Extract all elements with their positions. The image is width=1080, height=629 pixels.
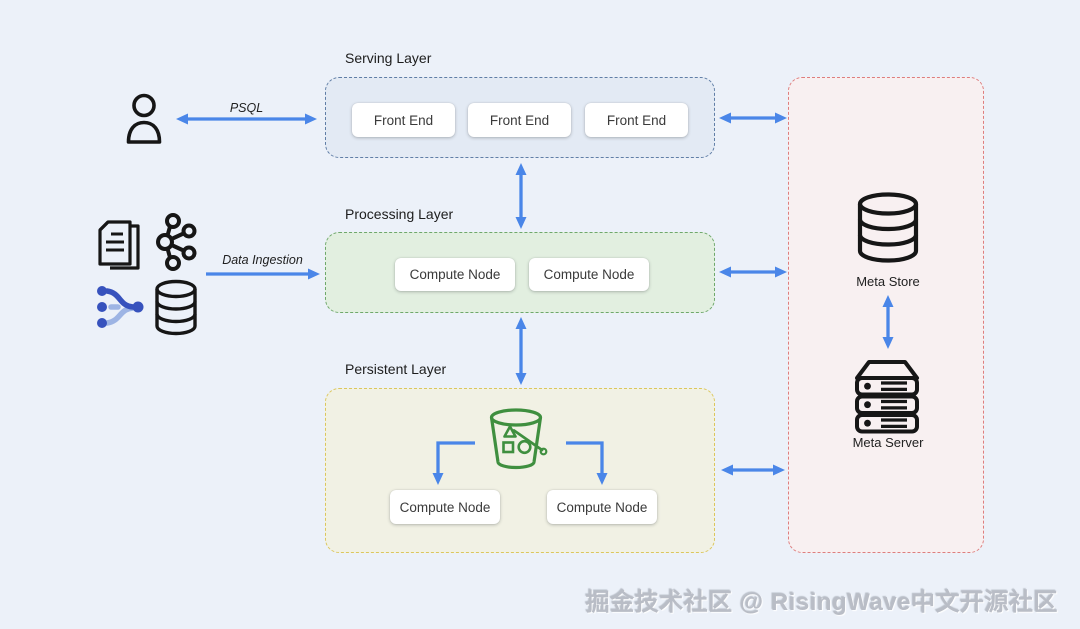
persistent-meta-arrow bbox=[721, 464, 785, 476]
processing-layer-title: Processing Layer bbox=[345, 206, 454, 222]
processing-meta-arrow bbox=[719, 266, 787, 278]
serving-processing-arrow bbox=[515, 163, 527, 229]
persistent-layer-title: Persistent Layer bbox=[345, 361, 447, 377]
kafka-icon bbox=[156, 213, 197, 271]
s3-bucket-icon bbox=[489, 408, 548, 470]
psql-label: PSQL bbox=[229, 101, 264, 115]
meta-store-label: Meta Store bbox=[856, 274, 920, 289]
bucket-to-left-compute-arrow bbox=[432, 441, 608, 485]
processing-persistent-arrow bbox=[515, 317, 527, 385]
database-icon bbox=[155, 279, 197, 336]
compute-node: Compute Node bbox=[547, 490, 657, 524]
data-flow-icon bbox=[97, 286, 144, 328]
psql-arrow bbox=[176, 113, 317, 125]
meta-server-label: Meta Server bbox=[852, 435, 924, 450]
compute-node: Compute Node bbox=[529, 258, 649, 291]
bucket-to-right-compute-arrow bbox=[566, 441, 604, 475]
front-end-node: Front End bbox=[468, 103, 571, 137]
user-icon bbox=[126, 93, 162, 144]
compute-node: Compute Node bbox=[395, 258, 515, 291]
persistent-layer-panel bbox=[325, 388, 715, 553]
documents-icon bbox=[98, 220, 140, 270]
watermark-text: 掘金技术社区 @ RisingWave中文开源社区 bbox=[585, 589, 1058, 616]
serving-meta-arrow bbox=[719, 112, 787, 124]
meta-panel bbox=[788, 77, 984, 553]
serving-layer-title: Serving Layer bbox=[345, 50, 432, 66]
meta-store-server-arrow bbox=[882, 295, 894, 349]
front-end-node: Front End bbox=[585, 103, 688, 137]
compute-node: Compute Node bbox=[390, 490, 500, 524]
processing-layer-panel bbox=[325, 232, 715, 313]
data-ingestion-arrow bbox=[206, 268, 320, 280]
meta-server-icon bbox=[855, 360, 919, 434]
data-ingestion-label: Data Ingestion bbox=[222, 253, 303, 267]
front-end-node: Front End bbox=[352, 103, 455, 137]
meta-store-database-icon bbox=[857, 192, 919, 263]
